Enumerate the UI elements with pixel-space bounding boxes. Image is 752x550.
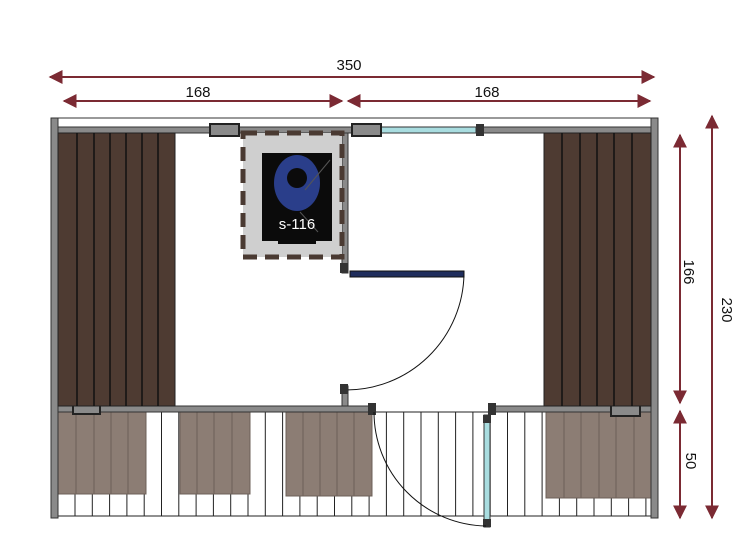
- terrace-bench-1: [57, 411, 147, 495]
- dim-room-depth: 166: [680, 259, 697, 284]
- dim-right-width: 168: [474, 84, 499, 101]
- wall-right: [650, 117, 659, 519]
- vent-top-left: [209, 123, 240, 137]
- vent-top-right: [351, 123, 382, 137]
- dim-total-width: 350: [336, 57, 361, 74]
- stove: s-116: [240, 130, 345, 260]
- interior-door: [340, 263, 465, 394]
- terrace-floor: [57, 411, 653, 517]
- dim-terrace-depth: 50: [682, 453, 699, 470]
- terrace-bench-3: [285, 411, 373, 497]
- entrance-door: [368, 403, 496, 528]
- wall-middle-left: [57, 405, 375, 413]
- entrance-door-swing: [373, 411, 487, 527]
- dimension-lines: [48, 70, 719, 520]
- entrance-door-glass: [483, 414, 491, 528]
- terrace-bench-2: [179, 411, 251, 495]
- bench-right: [543, 132, 652, 407]
- interior-door-leaf: [349, 270, 465, 278]
- dim-left-width: 168: [185, 84, 210, 101]
- bench-left: [57, 132, 176, 407]
- wall-left: [50, 117, 59, 519]
- stove-label: s-116: [279, 216, 315, 233]
- interior-door-swing: [343, 273, 465, 391]
- dim-total-depth: 230: [718, 297, 735, 322]
